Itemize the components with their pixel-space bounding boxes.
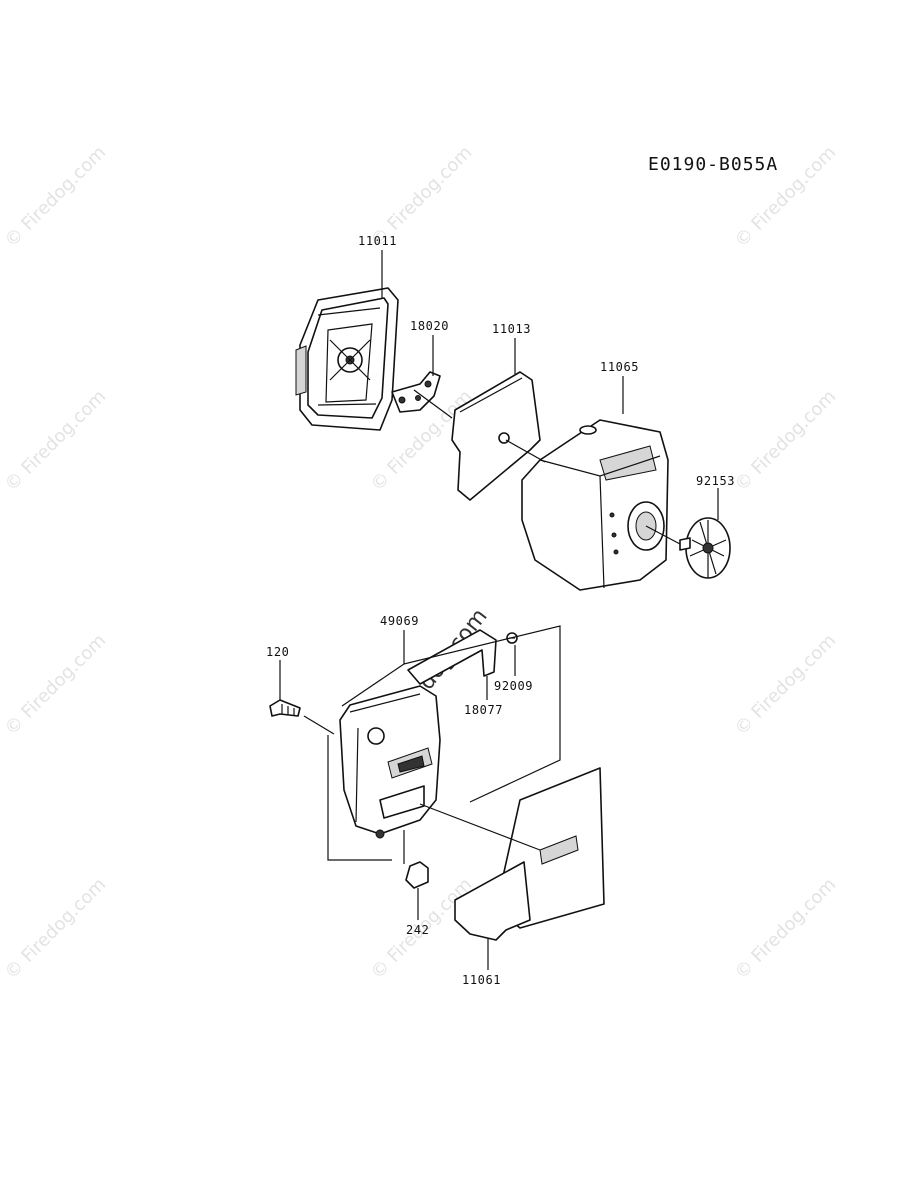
part-242-bolt	[405, 861, 429, 889]
part-label-11011: 11011	[358, 234, 397, 248]
watermark: © Firedog.com	[1, 874, 111, 984]
part-label-49069: 49069	[380, 614, 419, 628]
part-label-92009: 92009	[494, 679, 533, 693]
watermark: © Firedog.com	[731, 386, 841, 496]
diagram-code: E0190-B055A	[648, 154, 778, 175]
part-18077-bracket	[407, 629, 497, 685]
part-120-bolt	[269, 699, 301, 717]
part-label-11061: 11061	[462, 973, 501, 987]
part-labels: 11011 18020 11013 11065 92153 49069 120 …	[266, 234, 735, 987]
part-49069-muffler	[339, 685, 441, 839]
part-label-18020: 18020	[410, 319, 449, 333]
watermark: © Firedog.com	[1, 386, 111, 496]
part-label-11065: 11065	[600, 360, 639, 374]
part-label-11013: 11013	[492, 322, 531, 336]
part-11013-element	[451, 371, 541, 501]
part-label-120: 120	[266, 645, 289, 659]
watermark: © Firedog.com	[1, 142, 111, 252]
part-label-242: 242	[406, 923, 429, 937]
watermark: © Firedog.com	[731, 630, 841, 740]
part-11065-cover	[521, 419, 669, 591]
part-label-18077: 18077	[464, 703, 503, 717]
watermark: © Firedog.com	[731, 874, 841, 984]
leader-lines	[279, 250, 719, 970]
part-label-92153: 92153	[696, 474, 735, 488]
watermark: © Firedog.com	[1, 630, 111, 740]
part-11011-air-cleaner-case	[295, 287, 399, 431]
part-92153-knob	[679, 517, 731, 579]
part-11061-plate	[454, 767, 605, 941]
